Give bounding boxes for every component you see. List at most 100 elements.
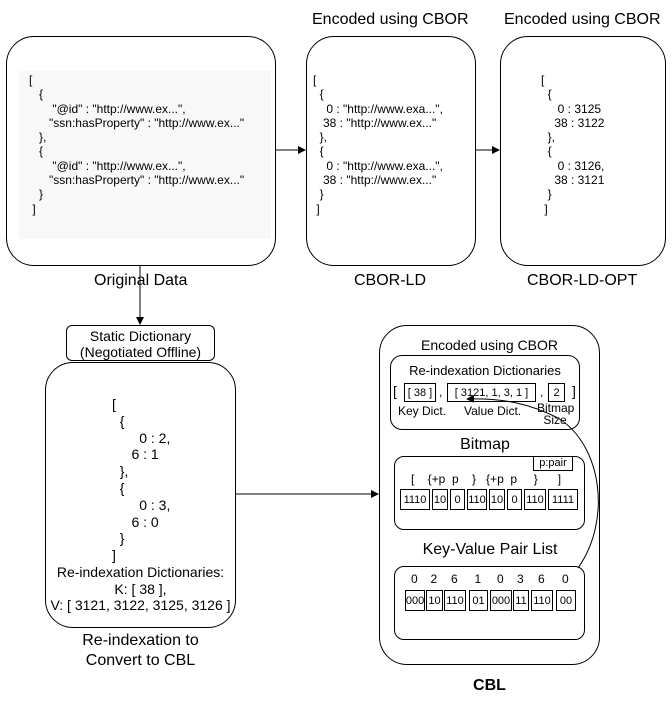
dict-separator-2: , — [540, 385, 544, 399]
pair-legend: p:pair — [533, 456, 573, 471]
code-line: "ssn:hasProperty" : "http://www.ex..." — [29, 173, 245, 188]
cbl-encoding-caption: Encoded using CBOR — [421, 337, 558, 353]
kv-cell: 000 — [490, 590, 512, 611]
code-line: } — [541, 187, 552, 202]
cbor-ld-opt-label: CBOR-LD-OPT — [527, 272, 638, 289]
kv-index-number: 2 — [430, 572, 438, 586]
code-line: { — [541, 87, 552, 102]
code-line: ] — [313, 201, 320, 216]
code-line: "@id" : "http://www.ex...", — [29, 101, 186, 116]
kv-cell: 00 — [556, 590, 576, 611]
code-line: [ — [29, 73, 33, 87]
code-line: }, — [112, 463, 129, 480]
code-line: { — [112, 479, 125, 496]
code-line: }, — [313, 130, 328, 145]
cbl-dictionaries-title: Re-indexation Dictionaries — [409, 363, 561, 378]
code-line: }, — [29, 130, 47, 145]
original-data-label: Original Data — [94, 272, 188, 289]
kv-index-number: 3 — [517, 572, 524, 586]
bitmap-cell: 0 — [507, 489, 522, 510]
reindexation-box: [ { 0 : 2, 6 : 1 }, { 0 : 3, 6 : 0 }] Re… — [45, 362, 236, 628]
code-line: 0 : "http://www.exa...", — [313, 158, 443, 173]
code-line: 0 : 3125 — [541, 101, 602, 116]
reindex-key-dictionary: K: [ 38 ], — [114, 580, 167, 597]
code-line: 0 : 3126, — [541, 158, 605, 173]
kv-index-number: 0 — [411, 572, 418, 586]
bitmap-size-label-line2: Size — [543, 413, 567, 427]
code-line: } — [29, 187, 44, 202]
cbl-label: CBL — [473, 677, 506, 694]
key-dictionary-cell: [ 38 ] — [404, 383, 436, 402]
code-line: } — [313, 187, 324, 202]
value-dict-label: Value Dict. — [464, 404, 522, 418]
kv-cell: 01 — [469, 590, 488, 611]
kv-index-number: 6 — [451, 572, 458, 586]
cbor-ld-label: CBOR-LD — [354, 272, 427, 289]
static-dictionary-subtitle: (Negotiated Offline) — [79, 344, 202, 360]
kv-cell: 11 — [513, 590, 529, 611]
bitmap-cell: 110 — [524, 489, 546, 510]
bitmap-cell: 1110 — [400, 489, 430, 510]
original-data-box: [ { "@id" : "http://www.ex...", "ssn:has… — [6, 36, 276, 266]
kv-list-box — [394, 566, 585, 640]
cbor-ld-encoding-caption: Encoded using CBOR — [312, 11, 469, 28]
code-line: 0 : 3, — [112, 496, 171, 513]
reindex-dictionaries-title: Re-indexation Dictionaries: — [56, 564, 225, 580]
static-dictionary-title: Static Dictionary — [89, 328, 192, 344]
bitmap-size-label-line1: Bitmap — [537, 401, 575, 415]
cbor-ld-opt-box: [ { 0 : 3125 38 : 3122 }, { 0 : 3126, 38… — [500, 36, 666, 266]
kv-cell: 110 — [531, 590, 553, 611]
code-line: { — [112, 412, 125, 429]
code-line: "@id" : "http://www.ex...", — [29, 158, 186, 173]
code-line: { — [541, 144, 552, 159]
code-line: ] — [541, 201, 548, 216]
kv-index-number: 0 — [562, 572, 569, 586]
kv-index-number: 0 — [497, 572, 504, 586]
code-line: 0 : "http://www.exa...", — [313, 101, 443, 116]
dict-open-bracket: [ — [393, 383, 397, 399]
kv-list-title: Key-Value Pair List — [422, 541, 558, 558]
bitmap-cell: 110 — [467, 489, 487, 510]
code-line: 6 : 0 — [112, 513, 159, 530]
cbor-ld-opt-json: [ { 0 : 3125 38 : 3122 }, { 0 : 3126, 38… — [541, 73, 604, 216]
code-line: { — [29, 87, 44, 102]
reindexation-caption-line2: Convert to CBL — [85, 652, 196, 669]
code-line: [ — [313, 73, 317, 87]
code-line: [ — [112, 396, 116, 412]
bitmap-cell: 1111 — [548, 489, 578, 510]
reindex-value-dictionary: V: [ 3121, 3122, 3125, 3126 ] — [50, 597, 231, 613]
code-line: "ssn:hasProperty" : "http://www.ex..." — [29, 115, 245, 130]
key-dict-label: Key Dict. — [398, 404, 447, 418]
kv-index-number: 1 — [474, 572, 482, 586]
arrow-kv-to-value-dict — [466, 394, 599, 569]
original-data-json: [ { "@id" : "http://www.ex...", "ssn:has… — [29, 73, 244, 216]
bitmap-cell: 0 — [450, 489, 465, 510]
code-line: [ — [541, 73, 545, 87]
reindexed-data: [ { 0 : 2, 6 : 1 }, { 0 : 3, 6 : 0 }] — [112, 396, 170, 564]
bitmap-size-cell: 2 — [548, 383, 565, 402]
code-line: { — [313, 87, 324, 102]
cbor-ld-opt-encoding-caption: Encoded using CBOR — [504, 11, 661, 28]
code-line: 38 : 3121 — [541, 173, 605, 188]
dict-close-bracket: ] — [572, 383, 576, 399]
cbor-ld-box: [ { 0 : "http://www.exa...", 38 : "http:… — [306, 36, 476, 266]
bitmap-structure: [ {+p p } {+p p } ] — [411, 472, 562, 486]
bitmap-cell: 10 — [432, 489, 448, 510]
code-line: ] — [29, 201, 36, 216]
code-line: { — [313, 144, 324, 159]
code-line: 38 : "http://www.ex..." — [313, 173, 437, 188]
code-line: 38 : "http://www.ex..." — [313, 115, 437, 130]
code-line: } — [112, 530, 125, 547]
kv-index-number: 6 — [538, 572, 545, 586]
reindexation-caption-line1: Re-indexation to — [82, 632, 199, 649]
code-line: }, — [541, 130, 556, 145]
code-line: { — [29, 144, 44, 159]
kv-cell: 10 — [426, 590, 443, 611]
dict-separator-1: , — [439, 385, 443, 399]
code-line: ] — [112, 547, 116, 564]
kv-cell: 110 — [444, 590, 466, 611]
code-line: 38 : 3122 — [541, 115, 605, 130]
code-line: 0 : 2, — [112, 429, 171, 446]
cbor-ld-json: [ { 0 : "http://www.exa...", 38 : "http:… — [313, 73, 443, 216]
